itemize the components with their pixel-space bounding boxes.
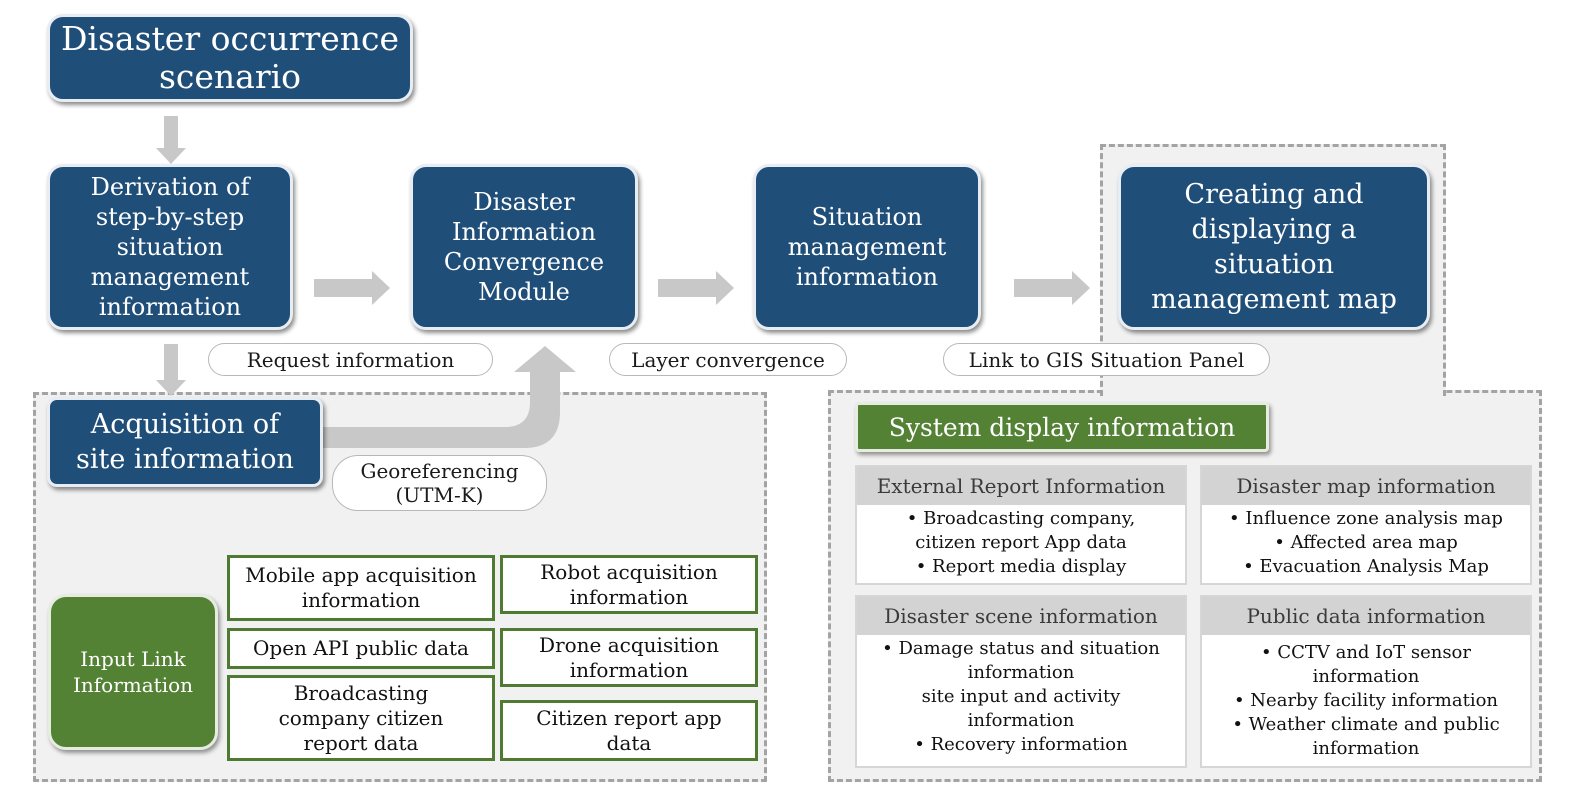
derivation-box: Derivation of step-by-step situation man… bbox=[47, 164, 293, 330]
convergence-module-label: Disaster Information Convergence Module bbox=[443, 188, 605, 306]
panel-line: • Affected area map bbox=[1274, 532, 1458, 553]
open-api-source-label: Open API public data bbox=[253, 636, 469, 660]
panel-line: • CCTV and IoT sensor bbox=[1260, 642, 1471, 663]
georeferencing-label: Georeferencing (UTM-K) bbox=[332, 455, 547, 511]
arrow-down-1 bbox=[156, 116, 186, 164]
broadcasting-source-label: Broadcasting company citizen report data bbox=[278, 680, 444, 755]
drone-source: Drone acquisition information bbox=[500, 628, 758, 687]
gis-link-label: Link to GIS Situation Panel bbox=[943, 343, 1270, 376]
disaster-scene-body: • Damage status and situation informatio… bbox=[857, 635, 1185, 757]
mobile-app-source-label: Mobile app acquisition information bbox=[245, 563, 477, 612]
panel-line: site input and activity bbox=[921, 686, 1121, 707]
input-link-label: Input Link Information bbox=[72, 647, 194, 697]
drone-source-label: Drone acquisition information bbox=[539, 632, 719, 682]
external-report-heading: External Report Information bbox=[857, 467, 1185, 505]
layer-convergence-text: Layer convergence bbox=[631, 347, 825, 372]
external-report-panel: External Report Information • Broadcasti… bbox=[855, 465, 1187, 585]
request-info-text: Request information bbox=[246, 347, 455, 372]
derivation-label: Derivation of step-by-step situation man… bbox=[90, 173, 250, 321]
panel-line: citizen report App data bbox=[915, 532, 1127, 553]
citizen-report-source: Citizen report app data bbox=[500, 700, 758, 761]
arrow-bent bbox=[314, 346, 576, 448]
disaster-scenario-label: Disaster occurrence scenario bbox=[60, 19, 400, 96]
disaster-map-heading: Disaster map information bbox=[1202, 467, 1530, 505]
arrow-down-2 bbox=[156, 344, 186, 396]
panel-line: • Evacuation Analysis Map bbox=[1243, 556, 1489, 577]
panel-line: • Report media display bbox=[915, 556, 1127, 577]
panel-line: • Damage status and situation bbox=[882, 638, 1160, 659]
gis-link-text: Link to GIS Situation Panel bbox=[968, 347, 1245, 372]
map-creation-label: Creating and displaying a situation mana… bbox=[1151, 178, 1397, 316]
map-creation-box: Creating and displaying a situation mana… bbox=[1118, 164, 1430, 330]
robot-source-label: Robot acquisition information bbox=[540, 559, 718, 609]
panel-line: information bbox=[967, 710, 1075, 731]
convergence-module-box: Disaster Information Convergence Module bbox=[410, 164, 638, 330]
public-data-body: • CCTV and IoT sensor information • Near… bbox=[1202, 635, 1530, 761]
situation-info-box: Situation management information bbox=[753, 164, 981, 330]
disaster-scene-heading: Disaster scene information bbox=[857, 597, 1185, 635]
panel-line: • Weather climate and public bbox=[1232, 714, 1500, 735]
request-info-label: Request information bbox=[208, 343, 493, 376]
disaster-map-panel: Disaster map information • Influence zon… bbox=[1200, 465, 1532, 585]
public-data-heading: Public data information bbox=[1202, 597, 1530, 635]
acquisition-label: Acquisition of site information bbox=[76, 408, 294, 475]
panel-line: information bbox=[1312, 738, 1420, 759]
panel-line: • Influence zone analysis map bbox=[1229, 508, 1503, 529]
georeferencing-text: Georeferencing bbox=[360, 459, 519, 483]
panel-line: • Broadcasting company, bbox=[906, 508, 1136, 529]
system-display-title-text: System display information bbox=[888, 412, 1236, 442]
georeferencing-crs-text: (UTM-K) bbox=[395, 483, 484, 507]
system-display-title: System display information bbox=[855, 402, 1269, 452]
disaster-scene-panel: Disaster scene information • Damage stat… bbox=[855, 595, 1187, 768]
disaster-scenario-box: Disaster occurrence scenario bbox=[47, 14, 413, 102]
public-data-panel: Public data information • CCTV and IoT s… bbox=[1200, 595, 1532, 768]
citizen-report-source-label: Citizen report app data bbox=[536, 705, 722, 755]
region-join-mask bbox=[1103, 388, 1443, 396]
acquisition-box: Acquisition of site information bbox=[47, 397, 323, 487]
input-link-box: Input Link Information bbox=[48, 594, 218, 750]
arrow-right-2 bbox=[658, 271, 734, 305]
panel-line: • Nearby facility information bbox=[1233, 690, 1499, 711]
situation-info-label: Situation management information bbox=[787, 203, 947, 291]
broadcasting-source: Broadcasting company citizen report data bbox=[227, 675, 495, 761]
panel-line: information bbox=[1312, 666, 1420, 687]
external-report-body: • Broadcasting company, citizen report A… bbox=[857, 505, 1185, 579]
open-api-source: Open API public data bbox=[227, 628, 495, 669]
mobile-app-source: Mobile app acquisition information bbox=[227, 555, 495, 621]
panel-line: information bbox=[967, 662, 1075, 683]
panel-line: • Recovery information bbox=[914, 734, 1128, 755]
layer-convergence-label: Layer convergence bbox=[609, 343, 847, 376]
arrow-right-3 bbox=[1014, 271, 1090, 305]
robot-source: Robot acquisition information bbox=[500, 555, 758, 614]
arrow-right-1 bbox=[314, 271, 390, 305]
disaster-map-body: • Influence zone analysis map • Affected… bbox=[1202, 505, 1530, 579]
